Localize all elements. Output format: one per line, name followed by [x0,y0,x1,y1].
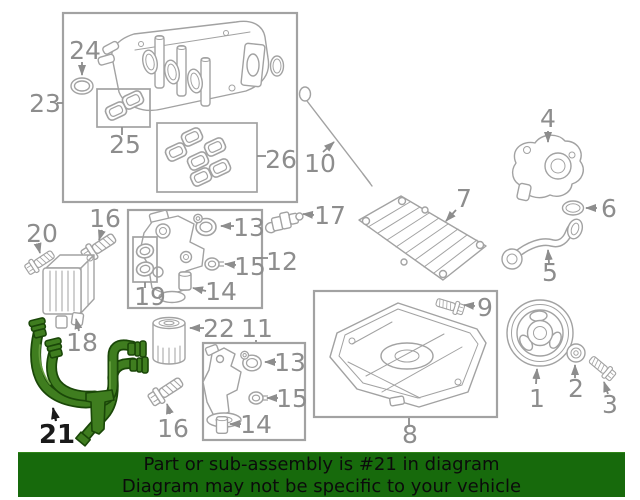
oil-filter-drawing [152,316,186,365]
callout-20-arrow [33,242,42,254]
group-box-23 [61,11,299,204]
callout-15b-label: 15 [276,384,308,413]
callout-5-label: 5 [542,258,558,287]
callout-25-label: 25 [109,130,141,159]
callout-24-label: 24 [69,36,101,65]
group-box-11 [201,341,307,442]
oil-pan-group-box: 9 8 [312,289,499,449]
callout-17-arrow [302,210,315,219]
intake-manifold-group-box: 24 23 25 26 [29,11,299,204]
callout-20-label: 20 [26,219,58,248]
callout-7-arrow [445,209,457,222]
hose-fitting-4 [129,356,149,374]
intake-manifold-drawing [97,20,270,111]
callout-12-label: 12 [266,247,298,276]
oil-filter-housing-group-box: 11 13 15 14 [201,314,308,442]
highlight-banner: Part or sub-assembly is #21 in diagram D… [18,452,625,497]
dipstick-drawing [298,86,373,187]
callout-3-arrow [603,381,611,395]
oil-filter-housing-drawing [202,344,242,428]
oil-pan-baffle-drawing [358,195,487,281]
dowel-14-lower [215,415,229,435]
hose-bracket [85,389,115,435]
hose-fitting-1 [27,316,50,340]
oil-pan-drawing [329,302,487,408]
parts-diagram: 24 23 25 26 10 [22,11,618,450]
callout-8-label: 8 [402,420,418,449]
callout-14b-label: 14 [240,410,272,439]
callout-19-label: 19 [134,282,166,311]
oring-6 [561,200,585,216]
callout-16b-arrow [166,403,174,415]
callout-23-label: 23 [29,89,61,118]
group-box-25 [96,88,151,128]
gaskets-26 [163,125,233,189]
callout-26-label: 26 [265,145,297,174]
plug-15-lower [248,391,269,405]
callout-13b-label: 13 [274,348,306,377]
crankshaft-pulley-drawing [506,299,574,367]
callout-9-arrow [463,301,476,310]
callout-10-label: 10 [304,149,336,178]
callout-16b-label: 16 [157,414,189,443]
callout-10-arrow [322,141,335,153]
oring-13-upper [193,213,217,237]
dowel-14-upper [178,270,192,292]
hose-fitting-3 [127,340,147,358]
group-box-26 [156,122,258,193]
callout-5-arrow [544,249,553,264]
highlighted-part-21-hose-assembly [27,316,149,447]
callout-17-label: 17 [314,201,346,230]
hose-end-fitting [75,431,91,447]
pulley-washer-drawing [566,343,586,363]
group-box-12 [126,208,264,310]
group-box-8 [312,289,499,419]
banner-line-1: Part or sub-assembly is #21 in diagram [143,454,500,475]
oil-pump-drawing [511,134,584,202]
oil-cooler-drawing [42,254,95,329]
callout-4-label: 4 [540,104,556,133]
callout-1-arrow [532,368,541,385]
callout-1-label: 1 [529,384,545,413]
banner-line-2: Diagram may not be specific to your vehi… [121,476,522,497]
callout-16a-label: 16 [89,204,121,233]
callout-15a-label: 15 [234,252,266,281]
oil-filter-adapter-group-box: 13 15 14 19 12 [126,208,298,311]
callout-6-label: 6 [601,194,617,223]
gasket-24 [70,77,94,95]
callout-18-arrow [74,318,83,332]
callout-7-label: 7 [456,184,472,213]
callout-3-label: 3 [602,390,618,419]
callout-21-label: 21 [39,420,75,450]
callout-11-label: 11 [241,314,273,343]
callout-16a-arrow [98,229,106,241]
callout-9-label: 9 [477,293,493,322]
callout-22-label: 22 [203,314,235,343]
callout-21-arrow [51,407,60,422]
callout-18-label: 18 [66,328,98,357]
oring-13-lower [240,350,262,372]
bolt-16-lower [145,373,187,409]
bolt-9 [434,295,466,317]
oil-pickup-tube-drawing [501,218,584,270]
callout-14a-label: 14 [205,277,237,306]
callout-15a-arrow [224,260,237,269]
throttle-gasket-oring [269,55,285,77]
callout-2-label: 2 [568,374,584,403]
callout-14a-arrow [192,286,207,295]
oil-pressure-sensor-drawing [264,211,304,234]
callout-13a-label: 13 [233,213,265,242]
pulley-bolt-drawing [586,352,618,384]
plug-15-upper [204,257,225,271]
